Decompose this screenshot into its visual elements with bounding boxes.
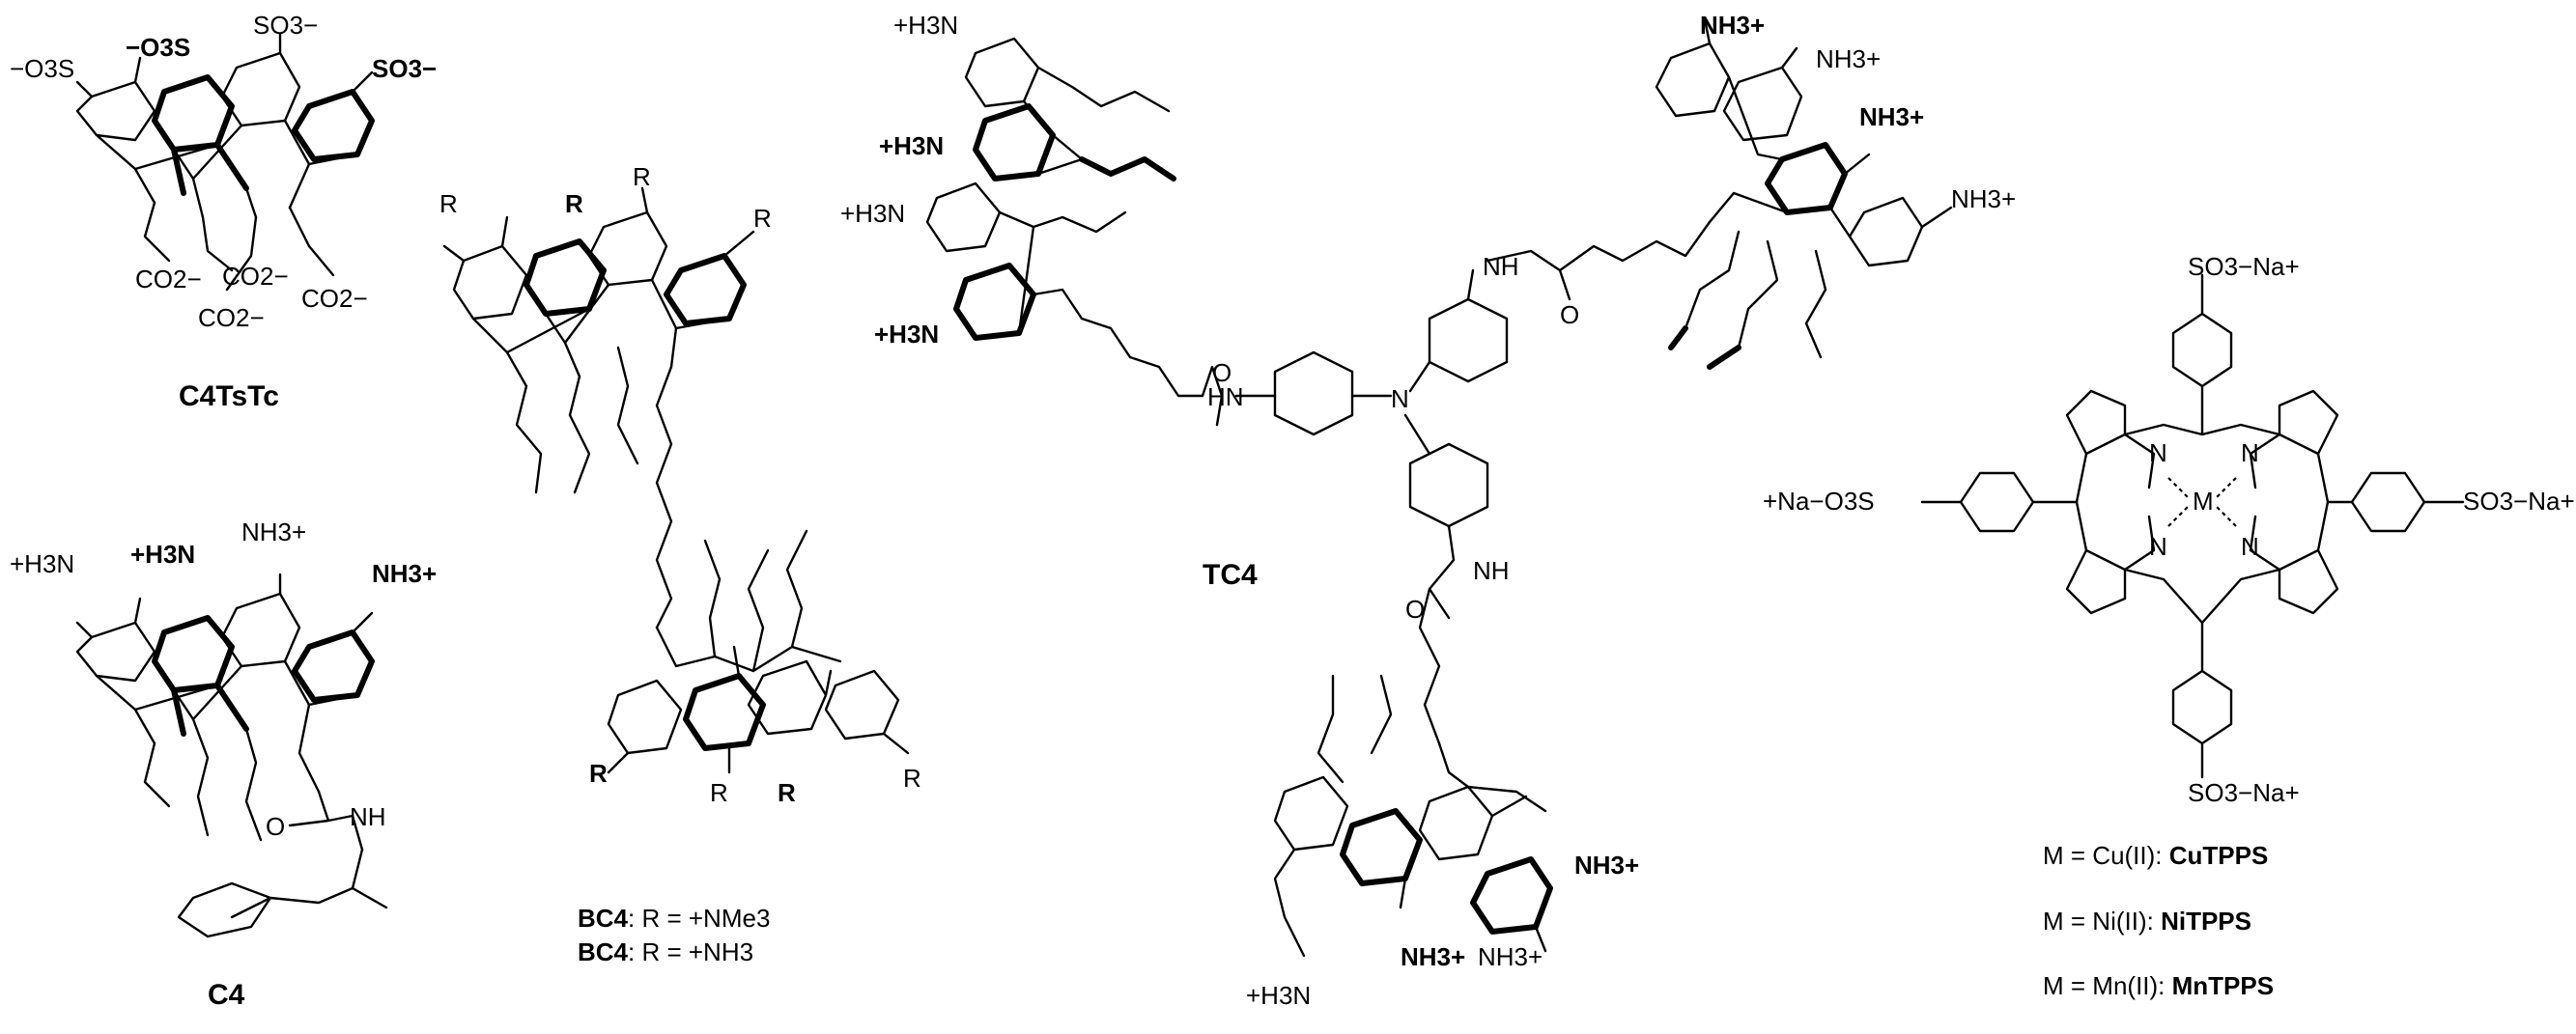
bc4-r-4: R (753, 204, 772, 233)
tc4-label-7: NH3+ (1816, 44, 1881, 73)
tpps-legend-name-2: NiTPPS (2161, 907, 2251, 936)
bc4-r-1: R (439, 189, 458, 218)
tpps-legend-line-2: M = Ni(II): NiTPPS (2043, 907, 2251, 936)
bc4-r-5: R (589, 759, 608, 788)
tpps-label-bottom: SO3−Na+ (2188, 778, 2300, 807)
c4tstc-label-8: CO2− (301, 284, 368, 313)
tc4-structure (925, 17, 1953, 958)
c4tstc-label-4: SO3− (372, 54, 437, 83)
c4-label-3: NH3+ (241, 517, 306, 546)
bc4-structure (442, 186, 910, 774)
tc4-label-2: +H3N (879, 131, 944, 160)
tpps-n-1: N (2149, 438, 2167, 467)
c4-caption: C4 (208, 979, 245, 1011)
tpps-legend-prefix-2: M = Ni(II): (2043, 907, 2161, 936)
bc4-legend-text-2: : R = +NH3 (628, 937, 753, 966)
tpps-label-left: +Na−O3S (1763, 487, 1875, 516)
c4-structure (75, 573, 388, 938)
bc4-r-3: R (633, 162, 651, 191)
c4tstc-label-1: −O3S (10, 54, 74, 83)
tpps-n-3: N (2149, 532, 2167, 561)
bc4-legend-line-1: BC4: R = +NMe3 (578, 904, 770, 933)
c4tstc-label-3: SO3− (253, 11, 318, 40)
tc4-label-6: NH3+ (1700, 11, 1765, 40)
bc4-r-2: R (565, 189, 583, 218)
tpps-metal: M (2193, 487, 2214, 516)
tc4-label-1: +H3N (893, 11, 958, 40)
bc4-r-7: R (778, 778, 796, 807)
tc4-label-n: N (1391, 384, 1409, 413)
c4-label-1: +H3N (10, 549, 74, 578)
tpps-legend-name-3: MnTPPS (2172, 971, 2274, 1000)
tpps-legend-line-1: M = Cu(II): CuTPPS (2043, 841, 2268, 870)
tc4-label-8: NH3+ (1859, 102, 1924, 131)
tpps-label-right: SO3−Na+ (2463, 487, 2575, 516)
tc4-caption: TC4 (1203, 559, 1258, 591)
c4tstc-label-7: CO2− (198, 303, 265, 332)
tpps-legend-prefix-3: M = Mn(II): (2043, 971, 2172, 1000)
tpps-structure (1920, 273, 2465, 779)
tc4-label-5: +H3N (1246, 981, 1311, 1010)
tpps-legend-prefix-1: M = Cu(II): (2043, 841, 2169, 870)
tc4-label-hn: HN (1207, 382, 1244, 411)
tpps-n-4: N (2241, 532, 2259, 561)
c4tstc-caption: C4TsTc (179, 380, 279, 412)
c4-label-4: NH3+ (372, 559, 437, 588)
c4-label-6: O (266, 812, 285, 841)
tpps-label-top: SO3−Na+ (2188, 252, 2300, 281)
c4-label-5: NH (350, 802, 386, 831)
tpps-legend: M = Cu(II): CuTPPS M = Ni(II): NiTPPS M … (2043, 841, 2274, 1000)
tc4-label-nh-1: NH (1483, 252, 1519, 281)
c4tstc-structure (75, 32, 375, 292)
tc4-label-4: +H3N (874, 320, 939, 349)
bc4-legend-name-2: BC4 (578, 937, 629, 966)
c4-label-2: +H3N (130, 540, 195, 569)
c4tstc-label-6: CO2− (222, 262, 289, 291)
tc4-label-12: NH3+ (1478, 942, 1543, 971)
tpps-n-2: N (2241, 438, 2259, 467)
tpps-legend-name-1: CuTPPS (2169, 841, 2269, 870)
bc4-legend: BC4: R = +NMe3 BC4: R = +NH3 (578, 904, 770, 966)
tc4-label-9: NH3+ (1951, 184, 2016, 213)
tc4-label-10: NH3+ (1574, 851, 1639, 880)
tc4-label-o-2: O (1212, 358, 1231, 387)
tc4-label-11: NH3+ (1401, 942, 1465, 971)
tc4-label-nh-2: NH (1473, 556, 1510, 585)
bc4-legend-text-1: : R = +NMe3 (628, 904, 770, 933)
bc4-r-8: R (903, 764, 921, 793)
c4tstc-label-2: −O3S (126, 33, 190, 62)
bc4-legend-line-2: BC4: R = +NH3 (578, 937, 753, 966)
bc4-legend-name-1: BC4 (578, 904, 629, 933)
tpps-legend-line-3: M = Mn(II): MnTPPS (2043, 971, 2274, 1000)
tc4-label-o-1: O (1560, 300, 1579, 329)
bc4-r-6: R (710, 778, 728, 807)
c4tstc-label-5: CO2− (135, 265, 202, 293)
tc4-label-o-3: O (1405, 595, 1425, 624)
tc4-label-3: +H3N (840, 199, 905, 228)
